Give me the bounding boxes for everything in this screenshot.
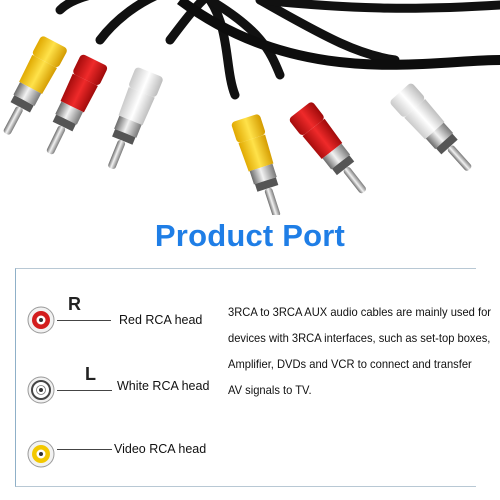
description-line: devices with 3RCA interfaces, such as se… bbox=[228, 331, 491, 345]
port-row-white: L White RCA head bbox=[0, 364, 215, 410]
leader-line bbox=[57, 320, 111, 322]
port-row-video: Video RCA head bbox=[0, 434, 215, 474]
port-label-video: Video RCA head bbox=[114, 442, 207, 456]
port-label-white: White RCA head bbox=[117, 379, 210, 393]
leader-line bbox=[57, 449, 112, 451]
description-line: AV signals to TV. bbox=[228, 383, 312, 397]
video-jack-icon bbox=[27, 440, 55, 468]
rca-cable-photo bbox=[0, 0, 500, 215]
description-line: 3RCA to 3RCA AUX audio cables are mainly… bbox=[228, 305, 492, 319]
product-description: 3RCA to 3RCA AUX audio cables are mainly… bbox=[228, 299, 492, 403]
port-info-panel bbox=[15, 268, 476, 487]
port-row-red: R Red RCA head bbox=[0, 294, 215, 340]
port-letter-r: R bbox=[68, 294, 81, 314]
description-line: Amplifier, DVDs and VCR to connect and t… bbox=[228, 357, 472, 371]
port-letter-l: L bbox=[85, 364, 96, 384]
port-label-red: Red RCA head bbox=[119, 313, 203, 327]
product-port-heading: Product Port bbox=[154, 218, 346, 253]
red-jack-icon bbox=[27, 306, 55, 334]
leader-line bbox=[57, 390, 112, 392]
white-jack-icon bbox=[27, 376, 55, 404]
